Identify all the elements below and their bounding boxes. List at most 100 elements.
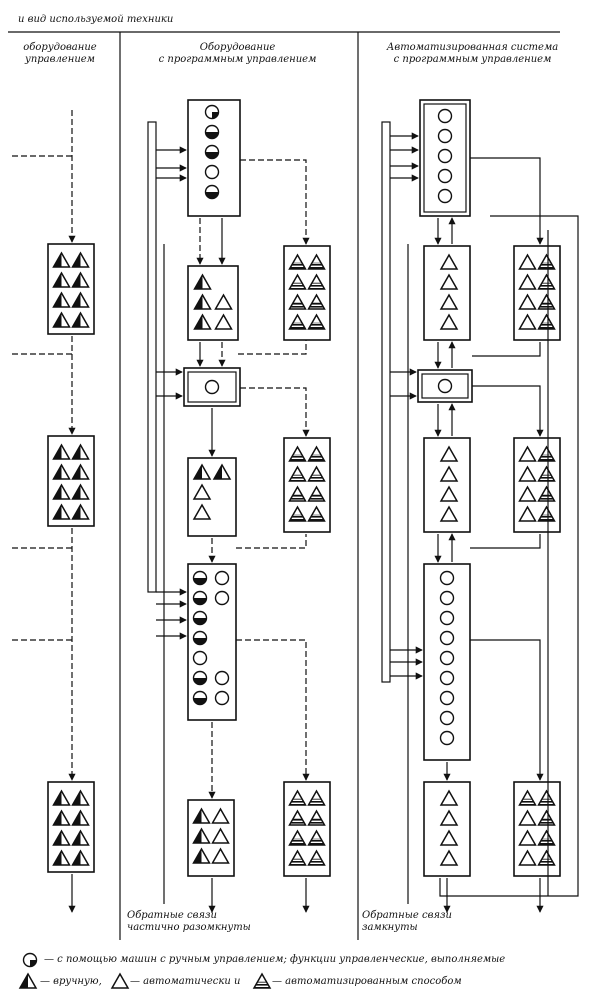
automated-triangle-icon-fill: [289, 514, 306, 522]
auto-triangle-icon: [439, 313, 459, 330]
automated-triangle-icon-fill: [289, 818, 306, 826]
col2-header-line1: Оборудование: [199, 42, 276, 53]
empty-circle-icon: [437, 108, 453, 124]
program-block-inner: [423, 103, 467, 213]
empty-circle-icon: [214, 570, 230, 586]
empty-circle-icon: [439, 690, 455, 706]
manual-triangle-icon-fill: [53, 313, 62, 327]
automated-triangle-icon-fill: [308, 302, 325, 310]
manual-triangle-icon-fill: [194, 465, 202, 479]
manual-triangle-icon-fill: [53, 293, 62, 307]
feedback-loop: [439, 215, 579, 897]
auto-triangle-icon: [518, 273, 537, 290]
manual-triangle-icon-fill: [53, 465, 62, 479]
flow-path: [470, 534, 541, 549]
auto-triangle-icon: [439, 829, 459, 846]
manual-triangle-icon-fill: [72, 253, 81, 267]
empty-circle-icon: [437, 168, 453, 184]
circle-fill: [205, 152, 219, 159]
empty-circle-icon: [439, 570, 455, 586]
automated-triangle-icon-fill: [308, 322, 325, 330]
automated-triangle-icon-fill: [308, 798, 325, 806]
flow-path: [236, 534, 307, 549]
empty-circle-icon: [439, 670, 455, 686]
empty-circle-icon: [192, 650, 208, 666]
auto-triangle-icon: [439, 809, 459, 826]
automated-triangle-icon-fill: [289, 282, 306, 290]
auto-triangle-icon: [518, 809, 537, 826]
auto-triangle-icon: [518, 829, 537, 846]
automated-triangle-icon-fill: [308, 454, 325, 462]
manual-triangle-icon-fill: [72, 505, 81, 519]
manual-triangle-icon-fill: [72, 445, 81, 459]
intermediate-block-inner: [421, 373, 469, 399]
automated-triangle-icon-fill: [308, 474, 325, 482]
automated-triangle-icon-fill: [289, 798, 306, 806]
auto-triangle-icon: [439, 253, 459, 270]
col1-header-line2: управлением: [25, 54, 95, 65]
empty-circle-icon: [439, 710, 455, 726]
automated-triangle-icon-fill: [308, 494, 325, 502]
manual-control-block: [47, 781, 95, 873]
auto-triangle-icon: [518, 253, 537, 270]
manual-triangle-icon-fill: [53, 445, 62, 459]
manual-triangle-icon-fill: [194, 275, 203, 289]
auto-triangle-icon: [518, 313, 537, 330]
circle-fill: [193, 678, 207, 685]
auto-triangle-icon: [518, 505, 537, 522]
manual-control-block: [47, 243, 95, 335]
manual-triangle-icon-fill: [53, 485, 62, 499]
manual-triangle-icon-fill: [53, 791, 62, 805]
automated-triangle-icon-fill: [308, 514, 325, 522]
circle-fill: [205, 192, 219, 199]
legend-automated-text: — автоматизированным способом: [272, 976, 462, 987]
auto-triangle-icon: [439, 505, 459, 522]
empty-circle-icon: [214, 590, 230, 606]
feedback-bus: [381, 121, 391, 683]
manual-triangle-icon-fill: [72, 485, 81, 499]
automated-triangle-icon-fill: [289, 858, 306, 866]
manual-triangle-icon-fill: [53, 273, 62, 287]
col2-note-line1: Обратные связи: [127, 910, 217, 921]
auto-triangle-icon: [192, 503, 212, 520]
empty-circle-icon: [204, 164, 220, 180]
circle-fill: [193, 618, 207, 625]
legend-manual-text: — вручную,: [40, 976, 102, 987]
legend-line1: — с помощью машин с ручным управлением; …: [44, 954, 506, 965]
manual-triangle-icon-fill: [193, 809, 202, 823]
circle-fill: [212, 112, 219, 119]
manual-triangle-icon-fill: [53, 505, 62, 519]
flow-path: [236, 639, 310, 781]
automated-triangle-icon-fill: [289, 454, 306, 462]
manual-triangle-icon-fill: [72, 313, 81, 327]
circle-fill: [205, 132, 219, 139]
manual-triangle-icon-fill: [72, 273, 81, 287]
empty-circle-icon: [437, 188, 453, 204]
auto-triangle-icon: [214, 313, 233, 330]
manual-triangle-icon-fill: [53, 811, 62, 825]
auto-triangle-icon: [518, 293, 537, 310]
empty-circle-icon: [214, 670, 230, 686]
legend-auto-text: — автоматически и: [130, 976, 241, 987]
manual-triangle-icon-fill: [72, 465, 81, 479]
automated-triangle-icon-fill: [289, 322, 306, 330]
automated-triangle-icon-fill: [289, 494, 306, 502]
auto-triangle-icon: [439, 465, 459, 482]
flow-path: [472, 342, 541, 357]
empty-circle-icon: [439, 610, 455, 626]
circle-fill: [193, 698, 207, 705]
auto-triangle-icon: [439, 293, 459, 310]
manual-triangle-icon-fill: [72, 791, 81, 805]
auto-triangle-icon: [518, 445, 537, 462]
manual-triangle-icon-fill: [193, 849, 202, 863]
auto-triangle-icon: [439, 849, 459, 866]
auto-triangle-icon: [518, 485, 537, 502]
manual-control-block: [47, 435, 95, 527]
col3-note-line1: Обратные связи: [362, 910, 452, 921]
manual-triangle-icon-fill: [214, 465, 222, 479]
automated-triangle-icon-fill: [253, 981, 271, 989]
manual-triangle-icon-fill: [53, 851, 62, 865]
flow-path: [472, 385, 544, 437]
auto-triangle-icon: [518, 465, 537, 482]
